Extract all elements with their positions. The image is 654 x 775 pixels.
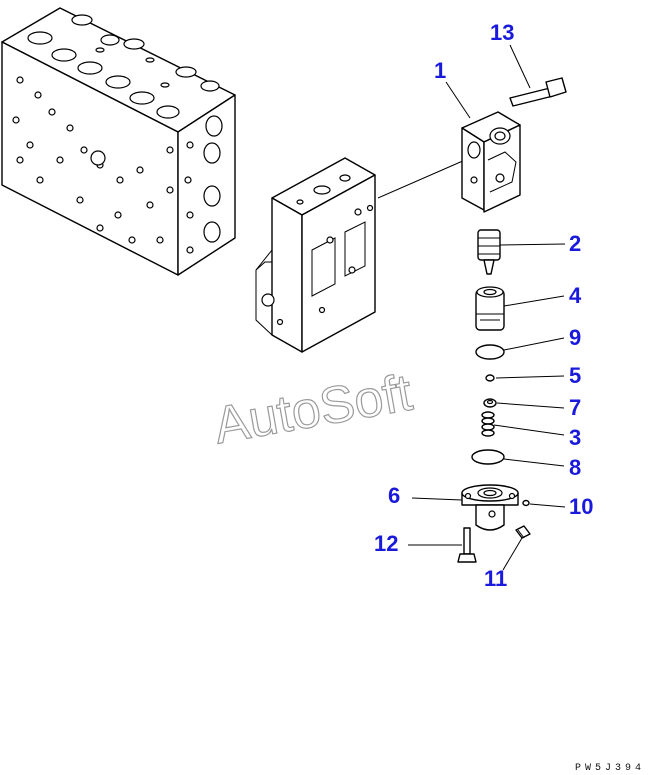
part-7-seat [483,398,497,408]
callout-4: 4 [569,283,582,308]
part-12-bolt [457,527,477,563]
drawing-code: PW5J394 [575,763,645,774]
callout-1: 1 [434,58,446,83]
callout-2: 2 [569,231,581,256]
callout-6: 6 [388,483,400,508]
callout-13: 13 [490,20,514,45]
callout-8: 8 [569,455,581,480]
part-4-sleeve [475,286,505,331]
leader-lines [408,44,566,571]
part-10-pin [522,499,530,507]
main-valve-block [1,7,236,276]
callout-7: 7 [569,395,581,420]
part-3-spring [481,411,495,437]
callout-9: 9 [569,325,581,350]
callout-11: 11 [484,566,507,591]
part-8-o-ring [471,449,505,465]
part-2-spool [477,229,501,275]
callout-10: 10 [569,494,593,519]
part-9-o-ring [475,344,505,360]
valve-section-body [255,157,376,353]
watermark-text: AutoSoft [210,364,417,456]
assembly-line [377,159,466,199]
part-5-ball [485,374,495,382]
part-1-cover [461,111,521,213]
part-13-bolt [509,77,567,107]
callout-5: 5 [569,363,581,388]
part-11-plug-screw [515,525,531,539]
callouts: 1 2 3 4 5 6 7 8 9 10 11 12 13 [374,20,593,591]
callout-12: 12 [374,531,398,556]
callout-3: 3 [569,425,581,450]
part-6-plug [461,484,519,531]
